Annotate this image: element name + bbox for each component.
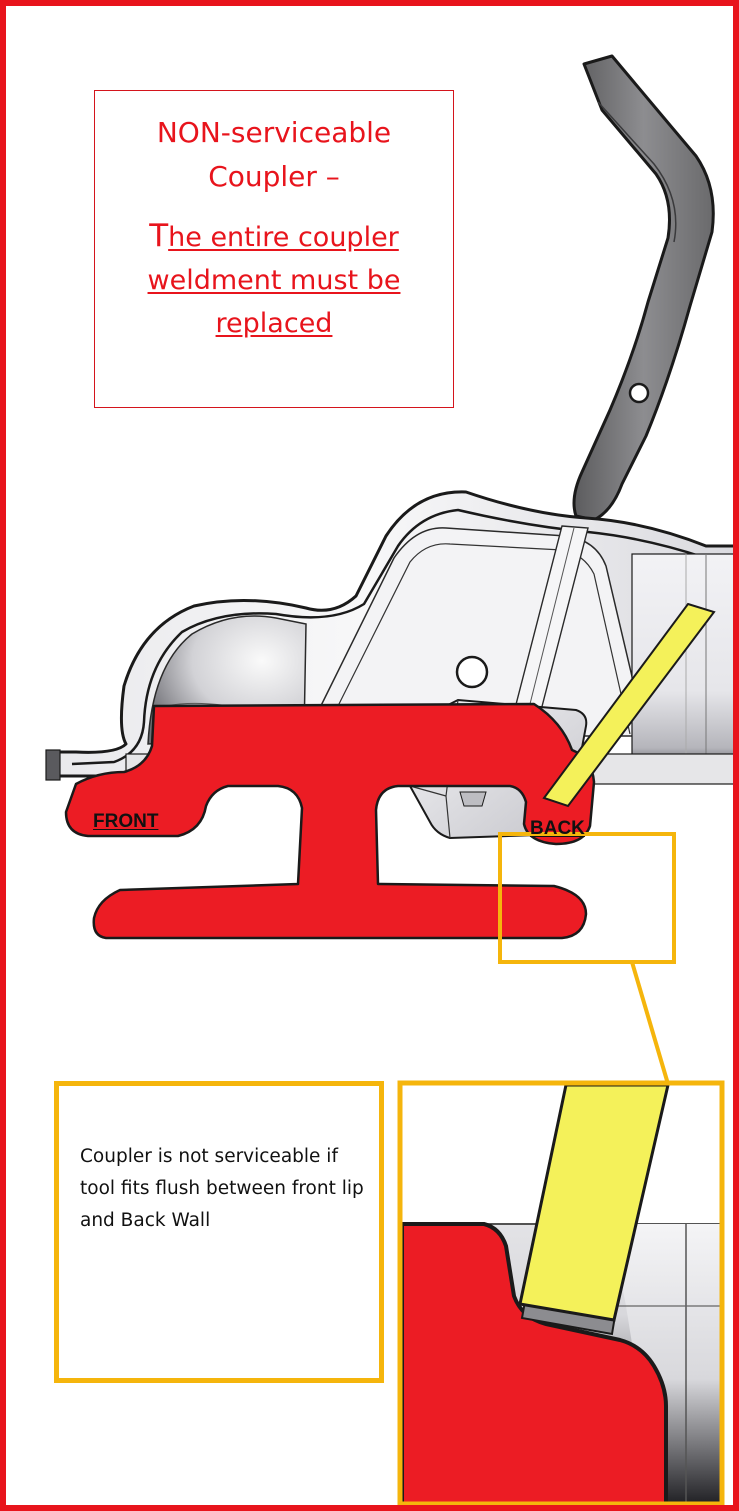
- front-label: FRONT: [93, 811, 159, 832]
- back-label: BACK: [530, 818, 585, 839]
- note-subtitle-first-letter: T: [149, 218, 169, 254]
- non-serviceable-note-box: NON-serviceable Coupler – The entire cou…: [94, 90, 454, 408]
- note-subtitle-rest: he entire coupler weldment must be repla…: [147, 222, 401, 339]
- zoom-connector-line: [630, 961, 670, 1085]
- callout-box: Coupler is not serviceable if tool fits …: [54, 1081, 384, 1383]
- note-title: NON-serviceable Coupler –: [156, 116, 392, 193]
- release-handle: [572, 54, 715, 522]
- coupler-front-lip-highlight: [64, 702, 596, 940]
- zoom-detail-panel: [397, 1080, 725, 1505]
- zoom-source-box: [498, 832, 676, 964]
- gauge-tool: [542, 602, 716, 808]
- note-subtitle: The entire coupler weldment must be repl…: [95, 215, 453, 345]
- coupler-cross-section-drawing: [45, 54, 733, 1505]
- callout-text: Coupler is not serviceable if tool fits …: [80, 1146, 364, 1231]
